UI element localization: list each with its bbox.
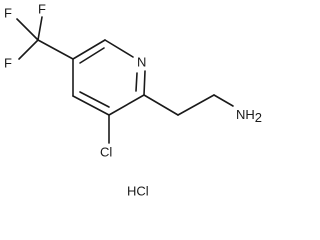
bond-c-f1 <box>16 18 39 41</box>
ring-double-bond-c5-c6 <box>79 47 105 64</box>
atom-label-amine: NH2 <box>236 107 262 125</box>
amine-symbol: NH <box>236 107 255 122</box>
bond-c-f3 <box>18 39 39 60</box>
atom-label-f1: F <box>4 5 12 20</box>
bond-ring-ethyl <box>143 94 179 116</box>
atom-label-chlorine: Cl <box>100 144 112 159</box>
salt-label: HCl <box>127 183 149 198</box>
chemical-structure: F F F N Cl NH2 HCl <box>4 1 262 198</box>
bond-ethyl-chain <box>177 94 215 116</box>
ring-bond-c2-c3 <box>108 94 145 116</box>
atom-label-f2: F <box>38 1 46 16</box>
ring-double-bond-n1-c2 <box>135 72 138 92</box>
bond-chain-amine <box>213 94 234 107</box>
ring-bond-c5-c6 <box>72 39 106 60</box>
bond-cf3-ring <box>37 39 74 60</box>
amine-subscript: 2 <box>255 110 262 125</box>
ring-double-bond-c3-c4 <box>79 91 110 108</box>
ring-bond-c3-c4 <box>72 95 110 116</box>
atom-label-ring-nitrogen: N <box>137 54 146 69</box>
ring-bond-n1-c2 <box>143 70 146 96</box>
atom-label-f3: F <box>4 55 12 70</box>
ring-bond-c6-n1 <box>104 39 134 58</box>
bond-c-f2 <box>37 16 43 41</box>
